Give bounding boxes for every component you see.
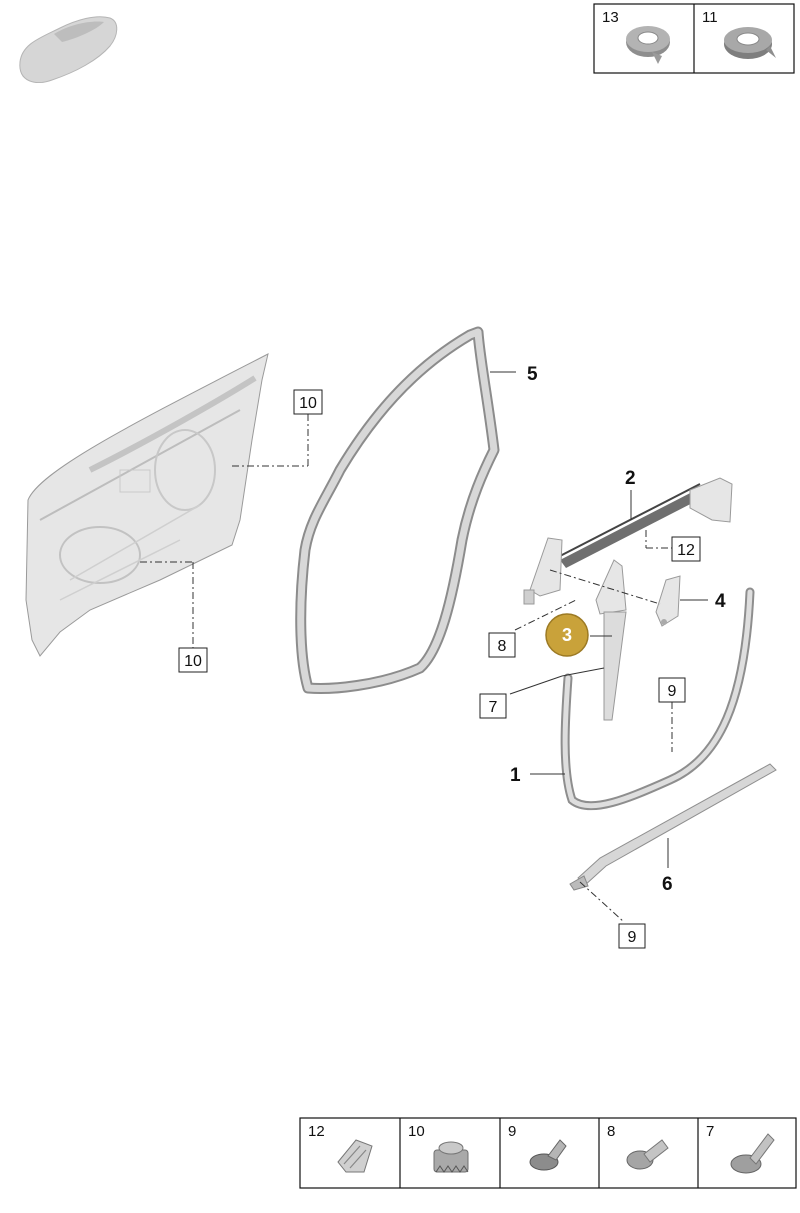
callout-7-label: 7	[489, 699, 498, 716]
flange-screw-icon	[626, 1139, 669, 1170]
callout-9-upper-label: 9	[668, 683, 677, 700]
callout-6-label: 6	[662, 874, 673, 895]
callout-9-lower[interactable]: 9	[618, 923, 646, 949]
washer-screw-icon	[730, 1133, 775, 1174]
callout-2-label: 2	[625, 468, 636, 489]
tape-roll-icon	[626, 26, 670, 64]
door-frame-seal	[295, 326, 500, 694]
lower-seal	[560, 587, 755, 811]
callout-8[interactable]: 8	[488, 632, 516, 658]
grommet-nut-icon	[433, 1141, 469, 1173]
callout-8-label: 8	[498, 638, 507, 655]
small-bracket	[655, 575, 681, 627]
top-legend: 13 11	[593, 3, 795, 74]
callout-7[interactable]: 7	[479, 693, 507, 719]
selected-badge	[545, 613, 589, 657]
spring-clip-icon	[337, 1139, 373, 1173]
callout-1-label: 1	[510, 765, 521, 786]
triangle-trim	[595, 559, 627, 721]
push-clip-icon	[529, 1139, 567, 1171]
tape-roll-icon	[724, 27, 776, 59]
legend-item-10[interactable]: 10	[408, 1123, 469, 1173]
callout-10-bottom[interactable]: 10	[178, 647, 208, 673]
legend-label-12: 12	[308, 1123, 325, 1140]
legend-item-13[interactable]: 13	[602, 9, 670, 64]
callout-12-label: 12	[677, 542, 695, 559]
legend-label-11: 11	[702, 9, 718, 26]
callout-3-label: 3	[562, 625, 572, 645]
callout-12[interactable]: 12	[671, 536, 701, 562]
legend-item-9[interactable]: 9	[508, 1123, 567, 1171]
legend-item-7[interactable]: 7	[706, 1123, 775, 1174]
legend-label-13: 13	[602, 9, 619, 26]
callout-5[interactable]: 5	[527, 364, 538, 385]
callout-5-label: 5	[527, 364, 538, 385]
legend-label-8: 8	[607, 1123, 615, 1140]
callout-2[interactable]: 2	[625, 468, 636, 489]
legend-item-8[interactable]: 8	[607, 1123, 669, 1170]
legend-label-7: 7	[706, 1123, 714, 1140]
legend-item-12[interactable]: 12	[308, 1123, 373, 1173]
callout-9-upper[interactable]: 9	[658, 677, 686, 703]
callout-4[interactable]: 4	[715, 591, 726, 612]
legend-label-10: 10	[408, 1123, 425, 1140]
callout-1[interactable]: 1	[510, 765, 521, 786]
callout-10-bottom-label: 10	[184, 653, 202, 670]
callout-3-selected[interactable]: 3	[545, 613, 589, 657]
legend-label-9: 9	[508, 1123, 516, 1140]
callout-9-lower-label: 9	[628, 929, 637, 946]
car-silhouette-icon	[19, 16, 118, 84]
callout-10-top[interactable]: 10	[293, 389, 323, 415]
leader-lines	[140, 371, 708, 923]
callout-4-label: 4	[715, 591, 726, 612]
window-rail	[559, 477, 733, 568]
bottom-legend: 12 10 9 8	[299, 1117, 797, 1189]
door-inner-panel	[25, 353, 269, 657]
mirror-bracket	[523, 537, 563, 605]
callout-10-top-label: 10	[299, 395, 317, 412]
legend-item-11[interactable]: 11	[702, 9, 776, 59]
callout-6[interactable]: 6	[662, 874, 673, 895]
